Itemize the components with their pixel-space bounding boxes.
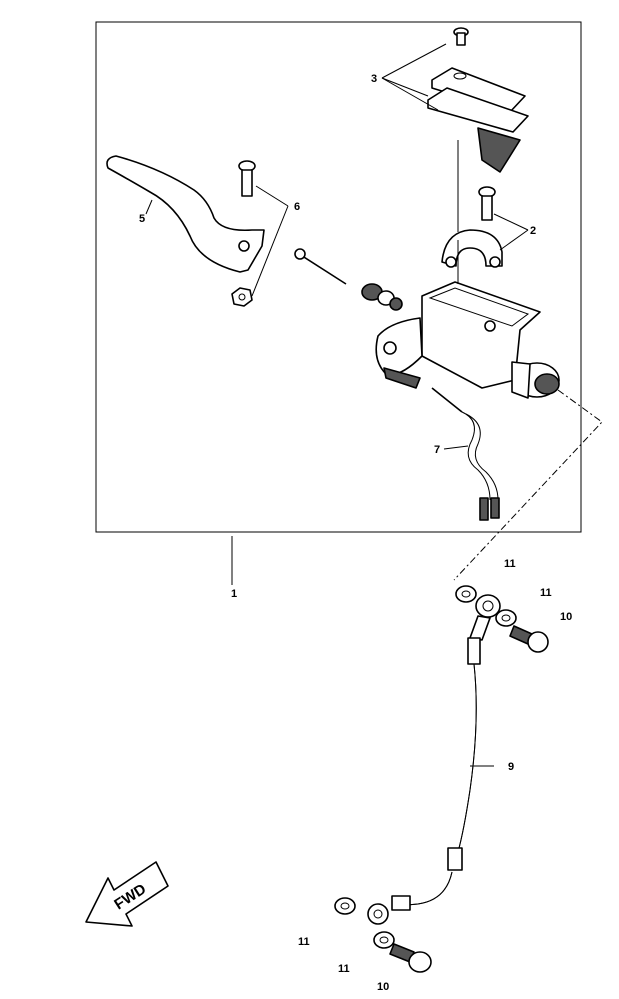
handlebar-bracket [441, 229, 503, 268]
upper-banjo [469, 594, 501, 641]
label-part-5: 5 [139, 213, 145, 225]
lower-washer-b [373, 931, 395, 949]
label-part-7: 7 [434, 444, 440, 456]
label-part-11-upper-a: 11 [504, 558, 516, 570]
brake-switch [431, 387, 500, 521]
upper-union-bolt [509, 625, 549, 653]
assembly-box [95, 21, 582, 533]
lower-washer-a [334, 897, 356, 915]
master-cylinder [375, 281, 560, 399]
bracket-bolt [478, 186, 496, 221]
label-part-11-lower-a: 11 [298, 936, 310, 948]
connection-line [453, 389, 603, 581]
leader-lines [145, 43, 529, 767]
brake-hose [395, 637, 481, 907]
lower-union-bolt [389, 943, 432, 973]
lever-nut [231, 287, 253, 307]
label-part-10-lower: 10 [377, 981, 389, 993]
label-part-9: 9 [508, 761, 514, 773]
lever-bolt [238, 160, 256, 197]
brake-lever [106, 155, 265, 273]
reservoir-cap [427, 67, 529, 173]
label-part-3: 3 [371, 73, 377, 85]
upper-washer-a [455, 585, 477, 603]
cap-screw [453, 27, 469, 46]
fwd-arrow: FWD [85, 861, 169, 927]
lower-banjo [367, 895, 411, 925]
label-part-11-upper-b: 11 [540, 587, 552, 599]
label-part-6: 6 [294, 201, 300, 213]
label-part-2: 2 [530, 225, 536, 237]
upper-washer-b [495, 609, 517, 627]
label-part-1: 1 [231, 588, 237, 600]
piston-rod [294, 248, 403, 311]
label-part-10-upper: 10 [560, 611, 572, 623]
label-part-11-lower-b: 11 [338, 963, 350, 975]
